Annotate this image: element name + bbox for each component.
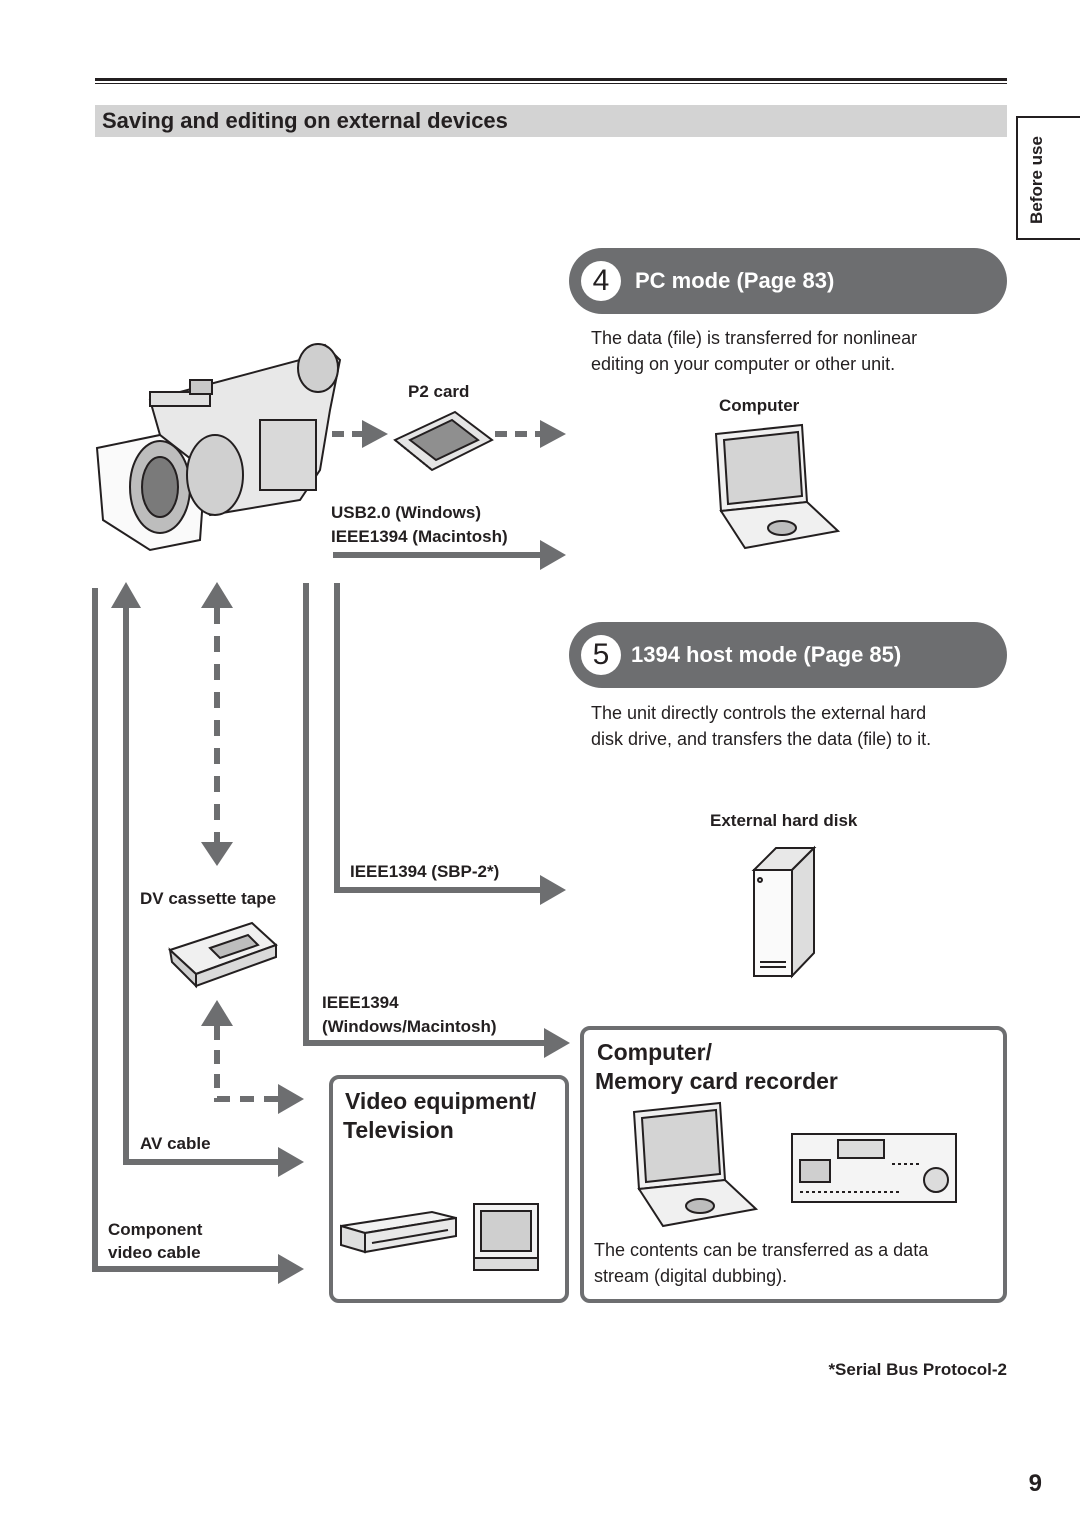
computer-box-description-1: The contents can be transferred as a dat… xyxy=(594,1240,929,1260)
ieee-arrow-head xyxy=(544,1028,570,1058)
component-label-2: video cable xyxy=(108,1243,201,1262)
dv-to-video-line xyxy=(214,1026,280,1102)
pc-mode-description-2: editing on your computer or other unit. xyxy=(591,354,896,374)
computer-box-title-2: Memory card recorder xyxy=(595,1068,838,1094)
computer-box-title-1: Computer/ xyxy=(597,1039,712,1065)
av-cable-label: AV cable xyxy=(140,1134,211,1153)
camcorder-icon xyxy=(95,343,342,552)
ieee-sbp-label: IEEE1394 (SBP-2*) xyxy=(350,862,500,881)
external-hard-disk-icon xyxy=(751,845,817,979)
video-equipment-box: Video equipment/ Television xyxy=(329,1075,569,1303)
video-box-title-1: Video equipment/ xyxy=(345,1088,537,1114)
footnote: *Serial Bus Protocol-2 xyxy=(828,1360,1007,1379)
computer-label: Computer xyxy=(719,396,800,415)
ieee-label-1: IEEE1394 xyxy=(322,993,399,1012)
usb-label-1: USB2.0 (Windows) xyxy=(331,503,482,522)
computer-box-description-2: stream (digital dubbing). xyxy=(594,1266,788,1286)
p2-in-arrow-head xyxy=(362,420,388,448)
av-arrow-head xyxy=(278,1147,304,1177)
pc-mode-number: 4 xyxy=(581,261,621,301)
usb-label-2: IEEE1394 (Macintosh) xyxy=(331,527,508,546)
host-mode-description-2: disk drive, and transfers the data (file… xyxy=(591,729,932,749)
ieee-label-2: (Windows/Macintosh) xyxy=(322,1017,497,1036)
host-mode-header: 5 1394 host mode (Page 85) xyxy=(569,622,1007,688)
pc-mode-header: 4 PC mode (Page 83) xyxy=(569,248,1007,314)
p2-card-icon xyxy=(393,410,494,472)
host-mode-description-1: The unit directly controls the external … xyxy=(591,703,927,723)
pc-mode-description-1: The data (file) is transferred for nonli… xyxy=(591,328,918,348)
av-arrow-line xyxy=(123,606,280,1165)
dv-video-up-arrow-head xyxy=(201,1000,233,1026)
dv-down-arrow-head xyxy=(201,842,233,866)
section-bar xyxy=(95,105,1007,137)
laptop-icon-2 xyxy=(632,1101,759,1228)
component-label-1: Component xyxy=(108,1220,203,1239)
laptop-icon xyxy=(714,423,841,550)
memory-card-recorder-icon xyxy=(791,1133,957,1203)
p2-out-arrow-head xyxy=(540,420,566,448)
vcr-icon xyxy=(340,1210,457,1254)
dv-cassette-icon xyxy=(168,921,278,989)
side-tab[interactable]: Before use xyxy=(1016,116,1080,240)
top-rule-thin xyxy=(95,83,1007,84)
component-arrow-head xyxy=(278,1254,304,1284)
component-arrow-line xyxy=(92,588,280,1272)
sbp-arrow-head xyxy=(540,875,566,905)
dv-tape-label: DV cassette tape xyxy=(140,889,277,908)
video-box-title-2: Television xyxy=(343,1117,454,1143)
host-mode-number: 5 xyxy=(581,635,621,675)
dv-up-arrow-head xyxy=(201,582,233,608)
host-mode-title: 1394 host mode (Page 85) xyxy=(631,642,902,667)
page-number: 9 xyxy=(1028,1470,1042,1497)
dv-to-video-arrow-head xyxy=(278,1084,304,1114)
external-hard-disk-label: External hard disk xyxy=(710,811,858,830)
sbp-arrow-line xyxy=(334,583,542,893)
top-rule xyxy=(95,78,1007,81)
p2-card-label: P2 card xyxy=(408,382,470,401)
ieee-arrow-line xyxy=(303,583,546,1046)
pc-mode-title: PC mode (Page 83) xyxy=(635,268,835,293)
section-title: Saving and editing on external devices xyxy=(102,108,508,133)
av-up-arrow-head xyxy=(111,582,141,608)
tv-icon xyxy=(473,1203,539,1271)
usb-arrow-head xyxy=(540,540,566,570)
